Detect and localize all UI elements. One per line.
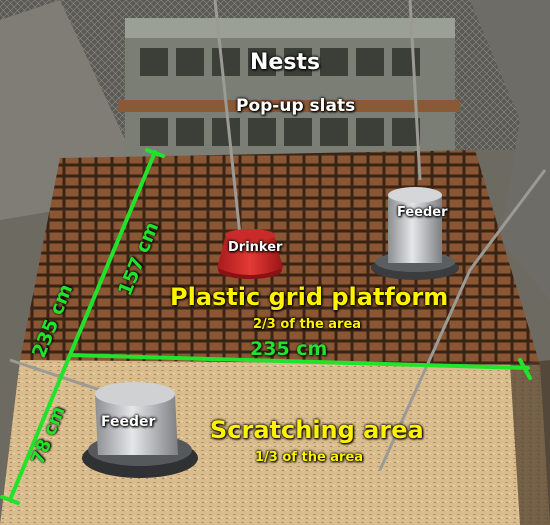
dim-line-235-horizontal	[68, 353, 530, 370]
pen-corner-post	[510, 360, 550, 525]
measurement-lines	[0, 148, 532, 505]
dim-label-width: 235 cm	[250, 338, 328, 360]
drinker	[217, 229, 283, 279]
pop-up-slats-label: Pop-up slats	[236, 96, 356, 116]
drinker-label: Drinker	[228, 240, 283, 255]
feeder-top	[371, 187, 459, 280]
platform-title: Plastic grid platform	[170, 283, 449, 311]
pop-up-slats	[118, 100, 460, 112]
dim-line-157	[68, 150, 157, 357]
feeder-bottom	[82, 382, 198, 478]
scratching-title: Scratching area	[210, 416, 424, 444]
scratching-subtitle: 1/3 of the area	[255, 450, 364, 465]
platform-subtitle: 2/3 of the area	[253, 317, 362, 332]
frame-pillar-right	[470, 0, 550, 300]
feeder-bottom-label: Feeder	[101, 414, 156, 430]
nest-boxes	[118, 18, 460, 158]
dim-line-78	[8, 353, 72, 502]
nests-label: Nests	[250, 50, 321, 75]
feeder-top-label: Feeder	[397, 205, 448, 220]
